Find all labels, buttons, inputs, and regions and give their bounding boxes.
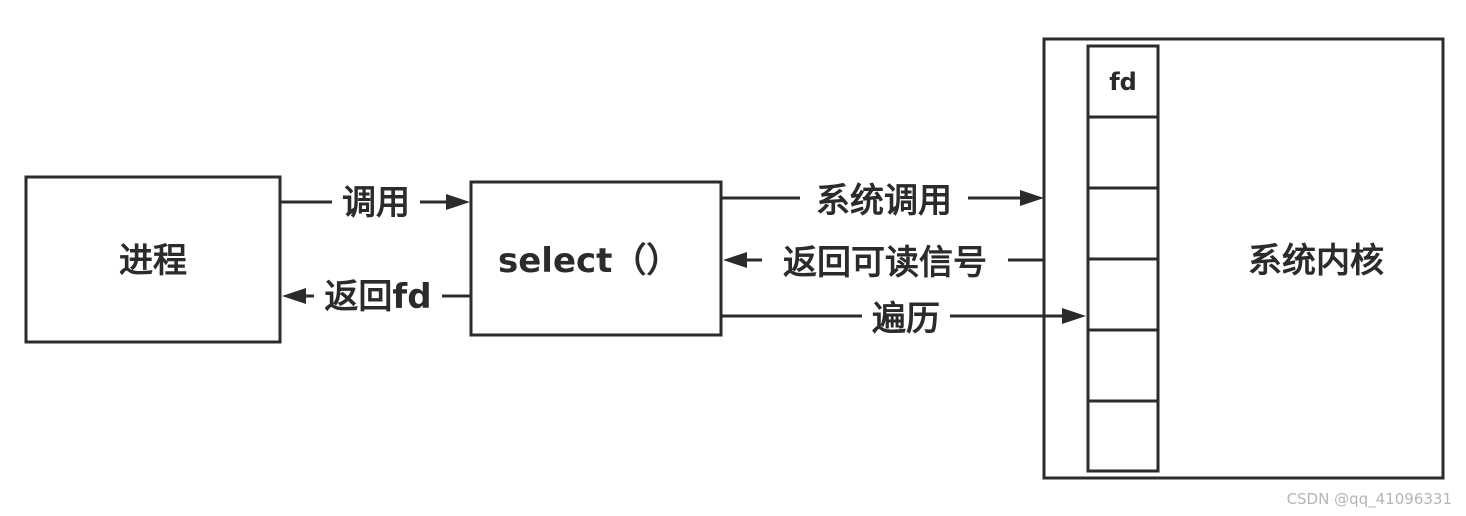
edge-traverse-label: 遍历 [872, 299, 940, 339]
arrowhead-icon [1062, 308, 1086, 324]
edge-return-readable-label-bg [762, 240, 1008, 280]
edge-call: 调用 [280, 182, 470, 223]
edge-return-fd: 返回fd [282, 276, 471, 317]
select-box [469, 180, 723, 337]
edge-call-label: 调用 [342, 183, 410, 223]
arrowhead-icon [723, 252, 747, 268]
fd-cell [1086, 257, 1160, 332]
fd-array: fd [1086, 44, 1160, 473]
edge-return-fd-label-bg [314, 276, 442, 316]
edge-call-label-bg [332, 182, 420, 222]
edge-traverse-label-bg [862, 296, 950, 336]
watermark: CSDN @qq_41096331 [1287, 490, 1452, 509]
edge-return-fd-label: 返回fd [324, 277, 431, 317]
fd-cell [1086, 399, 1160, 473]
fd-cell [1086, 115, 1160, 190]
edge-syscall-label: 系统调用 [816, 181, 952, 221]
edge-return-readable: 返回可读信号 [723, 240, 1044, 283]
fd-cell-header [1086, 44, 1160, 119]
process-box [24, 175, 282, 344]
fd-header-label: fd [1109, 68, 1137, 96]
edge-traverse: 遍历 [721, 296, 1086, 339]
arrowhead-icon [446, 194, 470, 210]
kernel-label: 系统内核 [1248, 241, 1384, 281]
edge-syscall-label-bg [800, 178, 968, 218]
arrowhead-icon [282, 288, 306, 304]
edge-return-readable-label: 返回可读信号 [783, 243, 987, 283]
process-label: 进程 [119, 241, 187, 281]
arrowhead-icon [1020, 190, 1044, 206]
fd-cell [1086, 328, 1160, 403]
fd-cell [1086, 186, 1160, 261]
edge-syscall: 系统调用 [721, 178, 1044, 221]
select-label: select（） [498, 241, 680, 281]
